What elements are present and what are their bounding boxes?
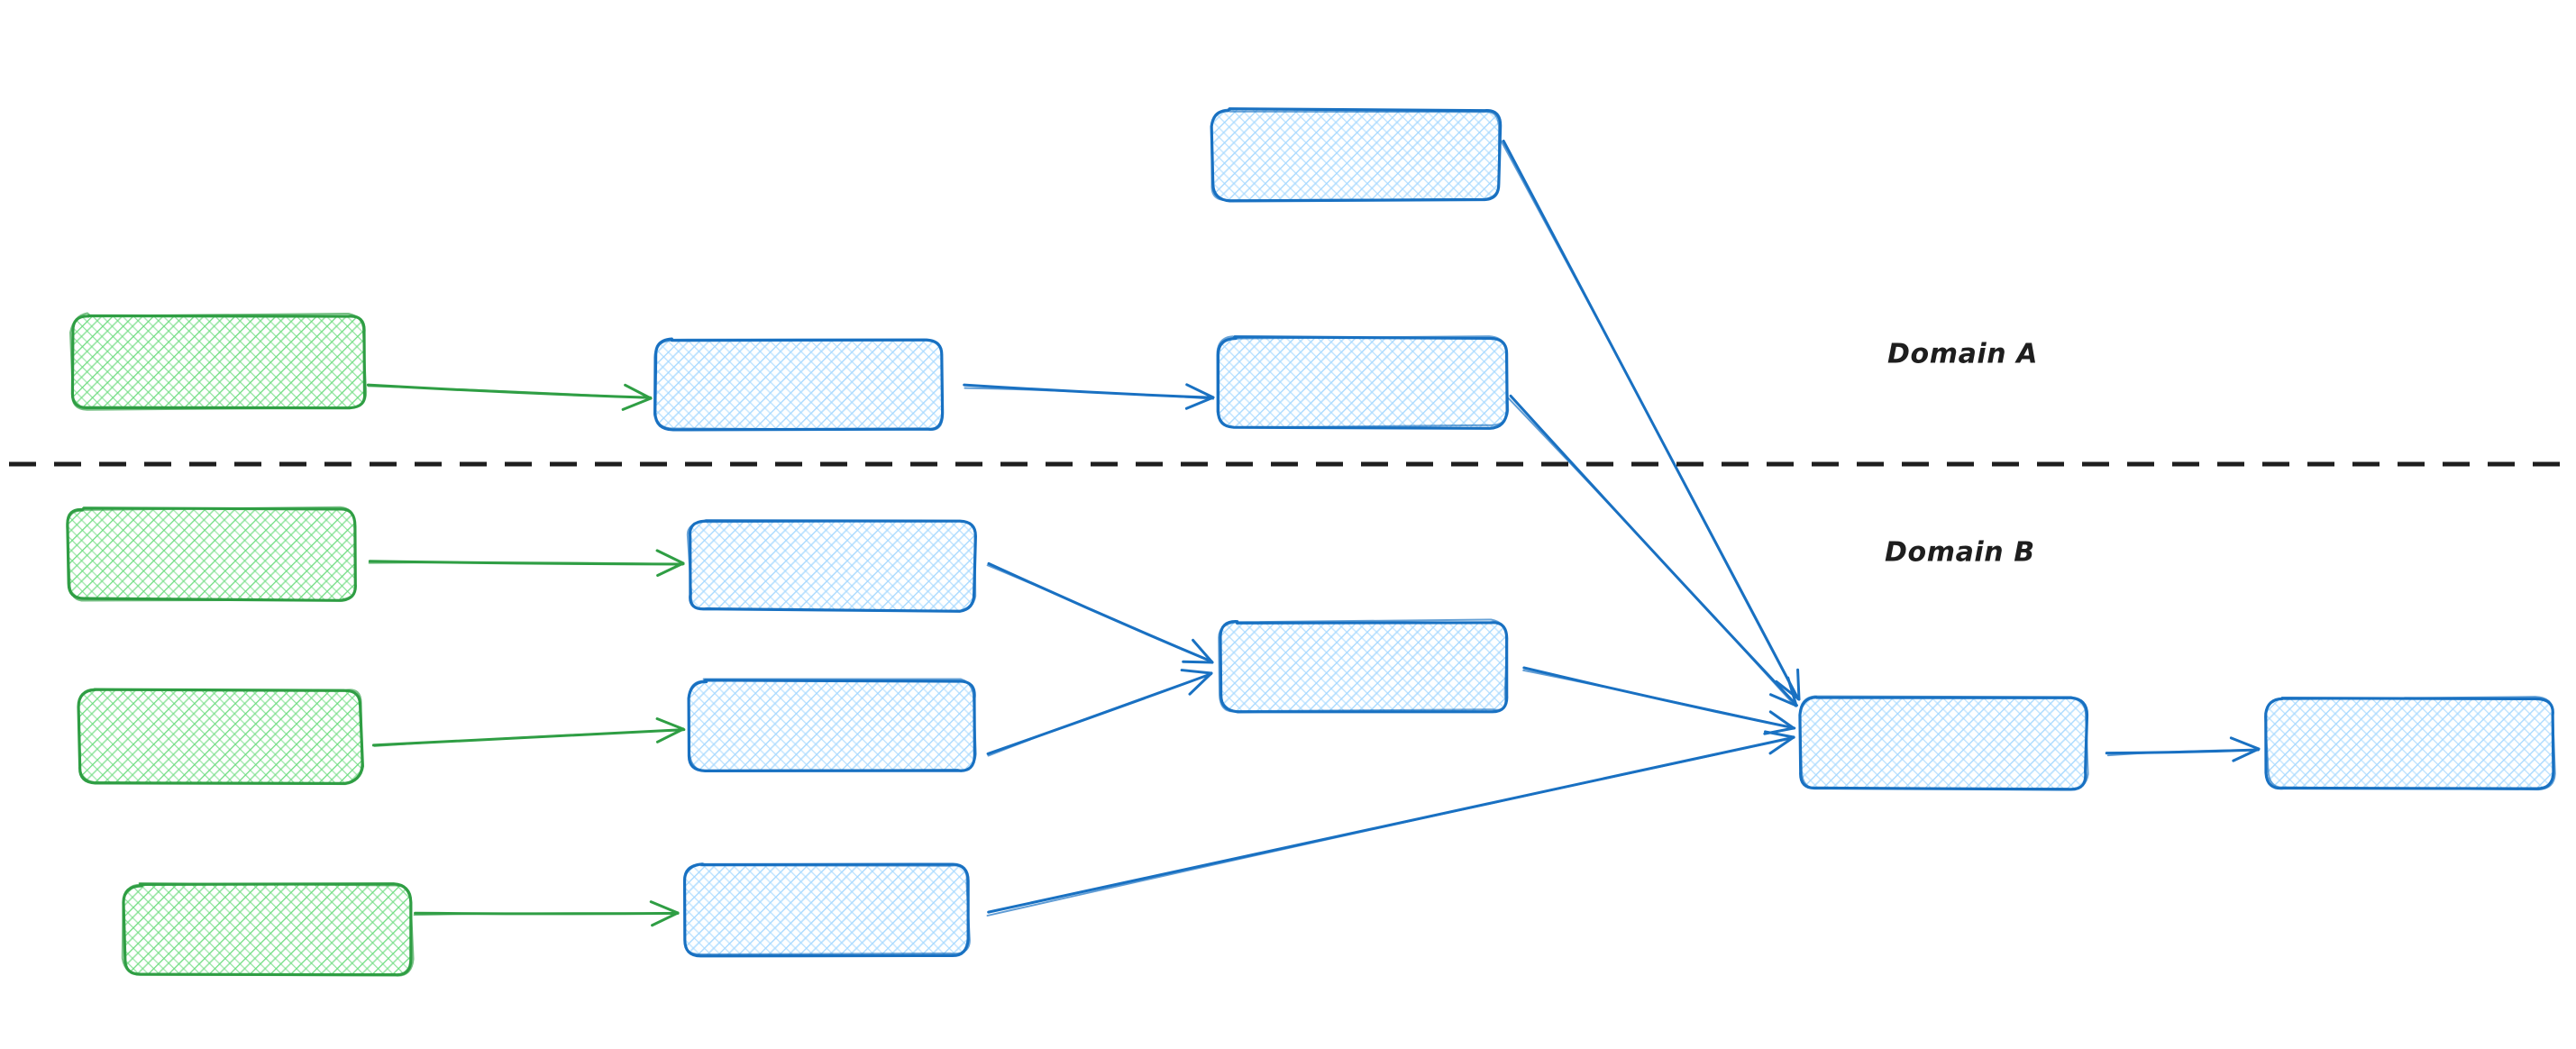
node-outline — [1218, 618, 1509, 713]
node-fill — [79, 689, 361, 782]
node-fill — [2267, 698, 2553, 789]
node-outline — [688, 678, 977, 771]
edge-arrowhead — [1185, 383, 1215, 399]
edge-edge-blue-b2-to-blue-b-mid[interactable] — [986, 669, 1213, 757]
node-green-a1[interactable] — [69, 312, 368, 411]
edge-arrowhead — [1184, 396, 1215, 410]
edge-arrowhead — [2229, 736, 2261, 751]
node-green-b1[interactable] — [66, 506, 357, 602]
node-outline — [66, 506, 357, 602]
edge-line — [1522, 669, 1795, 729]
edge-arrowhead — [1763, 730, 1795, 739]
node-fill — [68, 509, 356, 599]
edge-arrowhead — [624, 383, 653, 400]
edge-arrowhead — [655, 549, 685, 565]
nodes-layer — [66, 107, 2556, 977]
edge-arrowhead — [621, 397, 653, 411]
node-blue-a2[interactable] — [1216, 335, 1510, 430]
edge-arrowhead — [1180, 669, 1213, 675]
edge-line — [367, 385, 653, 399]
edge-line — [964, 387, 1215, 400]
edge-edge-blue-b3-to-hub[interactable] — [986, 730, 1795, 917]
edge-edge-blue-b1-to-blue-b-mid[interactable] — [986, 561, 1214, 664]
edge-edge-green-b1-to-blue-b1[interactable] — [368, 549, 685, 578]
node-fill — [1219, 338, 1506, 427]
node-outline — [121, 882, 415, 977]
node-outline — [69, 312, 368, 411]
labels-layer: Domain A Domain B — [1885, 339, 2038, 569]
edge-line — [1500, 140, 1800, 700]
node-blue-b2[interactable] — [687, 678, 977, 772]
node-fill — [72, 315, 365, 408]
edge-arrowhead — [649, 900, 680, 915]
edge-arrowhead — [1768, 710, 1795, 730]
edge-line — [1507, 397, 1796, 707]
domain-a-label: Domain A — [1887, 339, 2038, 370]
node-green-b2[interactable] — [77, 688, 364, 786]
edge-line — [413, 912, 679, 917]
node-outline — [1216, 335, 1510, 429]
node-blue-b-hub[interactable] — [1798, 695, 2089, 791]
edge-edge-green-b2-to-blue-b2[interactable] — [371, 717, 686, 747]
node-fill — [685, 865, 968, 955]
node-fill — [690, 681, 975, 771]
node-blue-b1[interactable] — [686, 519, 977, 613]
node-fill — [124, 885, 411, 975]
node-outline — [686, 519, 977, 613]
edge-edge-green-b3-to-blue-b3[interactable] — [413, 900, 680, 927]
edge-line — [987, 673, 1212, 757]
edge-edge-blue-a1-to-blue-a2[interactable] — [963, 383, 1215, 410]
edge-arrowhead — [1796, 668, 1801, 701]
node-outline — [78, 688, 363, 786]
domain-b-label: Domain B — [1885, 537, 2035, 569]
edge-arrowhead — [1775, 680, 1801, 701]
node-blue-b3[interactable] — [682, 862, 971, 958]
node-green-b3[interactable] — [121, 882, 415, 977]
node-outline — [653, 338, 944, 432]
node-blue-a-top[interactable] — [1210, 107, 1503, 203]
edge-arrowhead — [1182, 660, 1214, 664]
node-outline — [2264, 696, 2556, 791]
edge-edge-blue-b-mid-to-hub[interactable] — [1522, 666, 1796, 735]
edge-arrowhead — [1192, 638, 1214, 664]
edge-arrowhead — [651, 911, 680, 927]
node-blue-b-out[interactable] — [2264, 696, 2556, 791]
edge-line — [368, 561, 685, 565]
edge-arrowhead — [1768, 693, 1798, 707]
node-outline — [683, 862, 971, 956]
edge-arrowhead — [1768, 735, 1795, 755]
edges-layer — [366, 139, 2261, 927]
edge-edge-blue-a2-to-hub[interactable] — [1507, 394, 1798, 707]
edge-line — [986, 564, 1214, 663]
edge-edge-hub-to-blue-b-out[interactable] — [2105, 736, 2261, 762]
node-fill — [656, 340, 943, 430]
edge-edge-green-a1-to-blue-a1[interactable] — [366, 383, 653, 411]
edge-arrowhead — [2232, 747, 2261, 762]
edge-line — [1509, 394, 1798, 707]
node-blue-b-mid[interactable] — [1218, 618, 1509, 714]
edge-arrowhead — [1188, 671, 1213, 696]
node-fill — [1220, 622, 1507, 711]
edge-arrowhead — [655, 727, 685, 743]
edge-line — [2106, 749, 2260, 757]
node-fill — [690, 521, 975, 610]
edge-edge-blue-a-top-to-hub[interactable] — [1500, 139, 1801, 701]
node-outline — [1210, 108, 1501, 202]
edge-arrowhead — [656, 561, 685, 578]
node-fill — [1212, 110, 1500, 200]
edge-line — [373, 729, 684, 747]
edge-line — [986, 737, 1795, 917]
node-blue-a1[interactable] — [653, 337, 945, 432]
node-fill — [1801, 698, 2087, 789]
edge-arrowhead — [655, 717, 685, 731]
node-outline — [1799, 695, 2089, 790]
edge-arrowhead — [1786, 676, 1798, 707]
